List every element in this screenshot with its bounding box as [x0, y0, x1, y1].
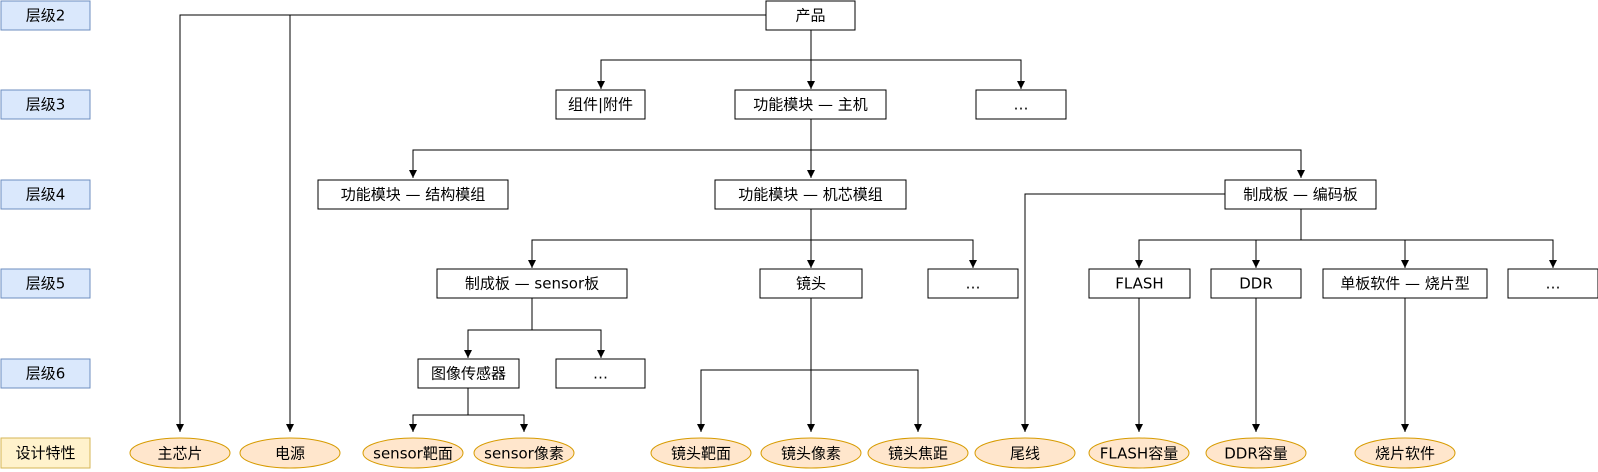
feature-flash-capacity: FLASH容量 [1088, 437, 1190, 469]
node-func-module-host: 功能模块 — 主机 [734, 89, 887, 120]
svg-text:镜头靶面: 镜头靶面 [671, 445, 731, 463]
node-board-software: 单板软件 — 烧片型 [1322, 268, 1488, 299]
node-l3-more: … [975, 89, 1067, 120]
node-product: 产品 [765, 0, 856, 31]
feature-power: 电源 [239, 437, 341, 469]
edge-encoder-tail [1021, 193, 1225, 432]
svg-text:sensor靶面: sensor靶面 [373, 445, 453, 463]
feature-lens-focal: 镜头焦距 [867, 437, 969, 469]
feature-flash-software: 烧片软件 [1354, 437, 1456, 469]
svg-text:尾线: 尾线 [1010, 445, 1040, 463]
svg-text:FLASH容量: FLASH容量 [1100, 445, 1178, 463]
feature-lens-target: 镜头靶面 [650, 437, 752, 469]
level-label-feature: 设计特性 [0, 437, 91, 469]
node-pcb-encoder: 制成板 — 编码板 [1224, 179, 1377, 210]
svg-text:…: … [593, 365, 608, 383]
svg-text:功能模块 — 机芯模组: 功能模块 — 机芯模组 [738, 186, 883, 204]
level-label-4: 层级4 [0, 179, 91, 210]
svg-text:产品: 产品 [795, 7, 825, 25]
svg-text:层级2: 层级2 [26, 7, 66, 25]
svg-text:sensor像素: sensor像素 [484, 445, 564, 463]
svg-text:层级4: 层级4 [26, 186, 66, 204]
node-l6-more: … [555, 358, 646, 389]
node-lens: 镜头 [759, 268, 863, 299]
svg-text:层级6: 层级6 [26, 365, 66, 383]
svg-text:烧片软件: 烧片软件 [1375, 445, 1435, 463]
svg-text:主芯片: 主芯片 [157, 445, 202, 463]
edge-product-main-chip [176, 14, 766, 432]
edge-lens-focal [811, 369, 922, 432]
node-l5-more-b: … [1507, 268, 1598, 299]
svg-text:FLASH: FLASH [1115, 275, 1163, 293]
svg-text:镜头像素: 镜头像素 [781, 445, 841, 463]
edge-product-component [597, 59, 811, 89]
svg-text:制成板 — sensor板: 制成板 — sensor板 [465, 275, 599, 293]
node-func-module-core: 功能模块 — 机芯模组 [714, 179, 907, 210]
edge-lens-target [697, 369, 811, 432]
level-label-5: 层级5 [0, 268, 91, 299]
svg-text:设计特性: 设计特性 [15, 444, 75, 462]
svg-text:组件|附件: 组件|附件 [568, 96, 633, 114]
level-label-3: 层级3 [0, 89, 91, 120]
edge-image-sensor-pixel [468, 414, 528, 432]
svg-text:…: … [1546, 275, 1561, 293]
edge-core-sensor-board [528, 239, 811, 268]
svg-text:单板软件 — 烧片型: 单板软件 — 烧片型 [1340, 275, 1470, 293]
edge-host-encoder [811, 149, 1305, 178]
svg-text:镜头: 镜头 [796, 275, 826, 293]
svg-text:层级5: 层级5 [26, 275, 66, 293]
feature-tail-cable: 尾线 [974, 437, 1076, 469]
feature-sensor-pixel: sensor像素 [473, 437, 575, 469]
node-func-module-structure: 功能模块 — 结构模组 [317, 179, 509, 210]
edge-sensor-board-image [464, 329, 532, 358]
svg-text:镜头焦距: 镜头焦距 [888, 445, 948, 463]
svg-text:功能模块 — 结构模组: 功能模块 — 结构模组 [341, 186, 486, 204]
edge-product-more [811, 59, 1025, 89]
node-ddr: DDR [1210, 268, 1302, 299]
edge-image-sensor-target [409, 414, 468, 432]
level-label-2: 层级2 [0, 0, 91, 31]
svg-text:制成板 — 编码板: 制成板 — 编码板 [1243, 186, 1358, 204]
edge-encoder-software [1301, 239, 1557, 268]
feature-lens-pixel: 镜头像素 [760, 437, 862, 469]
node-pcb-sensor: 制成板 — sensor板 [436, 268, 628, 299]
feature-ddr-capacity: DDR容量 [1205, 437, 1307, 469]
feature-sensor-target: sensor靶面 [362, 437, 464, 469]
node-flash: FLASH [1088, 268, 1191, 299]
feature-main-chip: 主芯片 [129, 437, 231, 469]
edge-encoder-flash [1135, 239, 1301, 268]
svg-text:功能模块 — 主机: 功能模块 — 主机 [753, 96, 868, 114]
svg-text:DDR容量: DDR容量 [1224, 445, 1288, 463]
edge-sensor-board-more [532, 329, 605, 358]
edges [176, 14, 1557, 432]
node-l5-more-a: … [927, 268, 1019, 299]
node-image-sensor: 图像传感器 [417, 358, 520, 389]
edge-core-more [811, 239, 977, 268]
svg-text:…: … [1014, 96, 1029, 114]
svg-text:电源: 电源 [275, 445, 305, 463]
node-component-accessory: 组件|附件 [555, 89, 646, 120]
svg-text:层级3: 层级3 [26, 96, 66, 114]
svg-text:图像传感器: 图像传感器 [431, 365, 506, 383]
edge-host-structure [409, 149, 811, 178]
level-label-6: 层级6 [0, 358, 91, 389]
svg-text:…: … [966, 275, 981, 293]
svg-text:DDR: DDR [1239, 275, 1273, 293]
